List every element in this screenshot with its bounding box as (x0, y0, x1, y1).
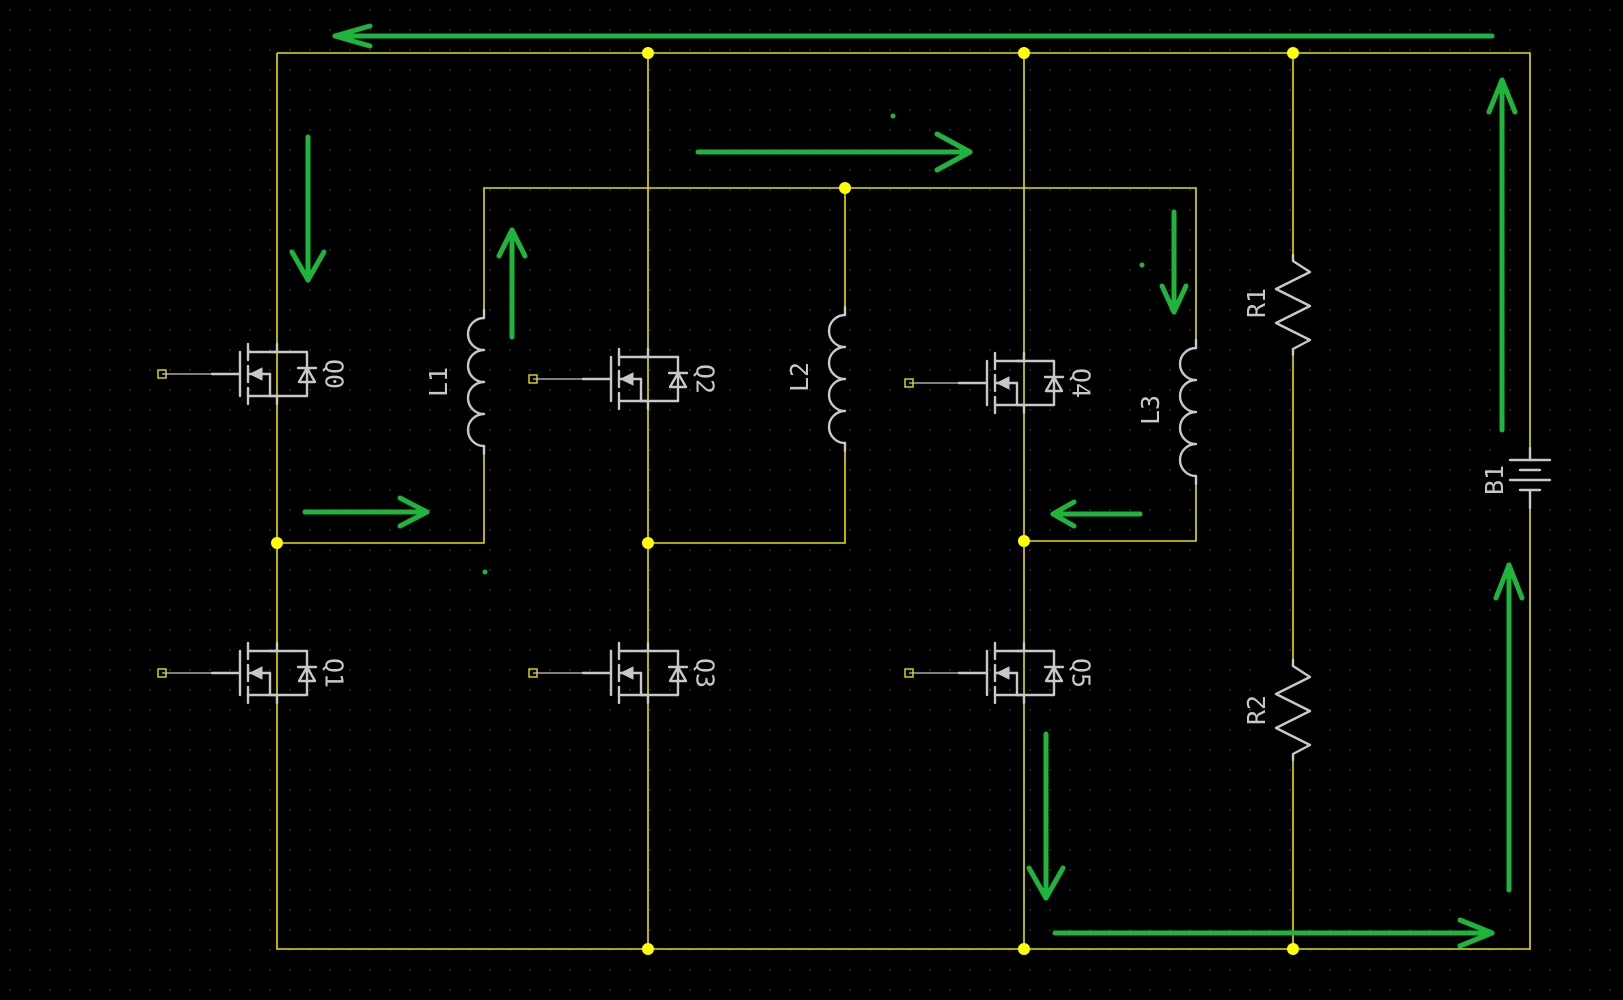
label-q4: Q4 (1066, 368, 1095, 398)
label-l3: L3 (1136, 395, 1165, 425)
mosfet-q0[interactable]: Q0 (157, 342, 348, 406)
junction-dot (642, 47, 654, 59)
inductor-l3[interactable]: L3 (1136, 338, 1198, 486)
arrow-right (1052, 917, 1495, 949)
arrow-up (496, 227, 528, 340)
junction-dot (1018, 47, 1030, 59)
mosfet-q1[interactable]: Q1 (157, 641, 348, 705)
mosfet-q2[interactable]: Q2 (528, 347, 719, 411)
label-l2: L2 (785, 362, 814, 392)
arrow-up (1486, 77, 1518, 433)
wire-l3-bottom (1024, 477, 1197, 542)
arrow-down (1159, 209, 1189, 315)
label-r1: R1 (1242, 288, 1271, 318)
label-b1: B1 (1480, 465, 1509, 495)
label-q0: Q0 (319, 359, 348, 389)
junction-dot (1287, 47, 1299, 59)
inductor-l1[interactable]: L1 (424, 308, 486, 456)
stray-dot (1139, 262, 1145, 268)
label-q2: Q2 (690, 364, 719, 394)
label-q5: Q5 (1066, 658, 1095, 688)
inductor-l2[interactable]: L2 (785, 305, 847, 453)
wire-l2-bottom (648, 444, 846, 544)
junctions (271, 47, 1299, 955)
junction-dot (271, 537, 283, 549)
wire-l1-bottom (277, 447, 485, 544)
stray-dot (482, 569, 488, 575)
arrow-down (289, 134, 327, 283)
stray-dot (890, 113, 896, 119)
arrow-right (302, 495, 430, 529)
mosfet-q5[interactable]: Q5 (904, 641, 1095, 705)
wires (276, 52, 1531, 950)
resistor-r2[interactable]: R2 (1242, 658, 1312, 762)
arrow-down (1026, 731, 1066, 901)
label-q3: Q3 (690, 658, 719, 688)
junction-dot (642, 943, 654, 955)
junction-dot (642, 537, 654, 549)
arrow-top-left (332, 23, 1495, 49)
junction-dot (1287, 943, 1299, 955)
battery-b1[interactable]: B1 (1480, 446, 1552, 510)
arrow-right (695, 131, 973, 173)
arrow-up (1493, 562, 1525, 893)
label-r2: R2 (1242, 695, 1271, 725)
junction-dot (839, 182, 851, 194)
label-l1: L1 (424, 367, 453, 397)
mosfet-q3[interactable]: Q3 (528, 641, 719, 705)
current-flow-annotations (289, 23, 1525, 949)
mosfet-q4[interactable]: Q4 (904, 351, 1095, 415)
junction-dot (1018, 943, 1030, 955)
label-q1: Q1 (319, 658, 348, 688)
resistor-r1[interactable]: R1 (1242, 253, 1312, 357)
arrow-left (1050, 499, 1143, 529)
junction-dot (1018, 535, 1030, 547)
